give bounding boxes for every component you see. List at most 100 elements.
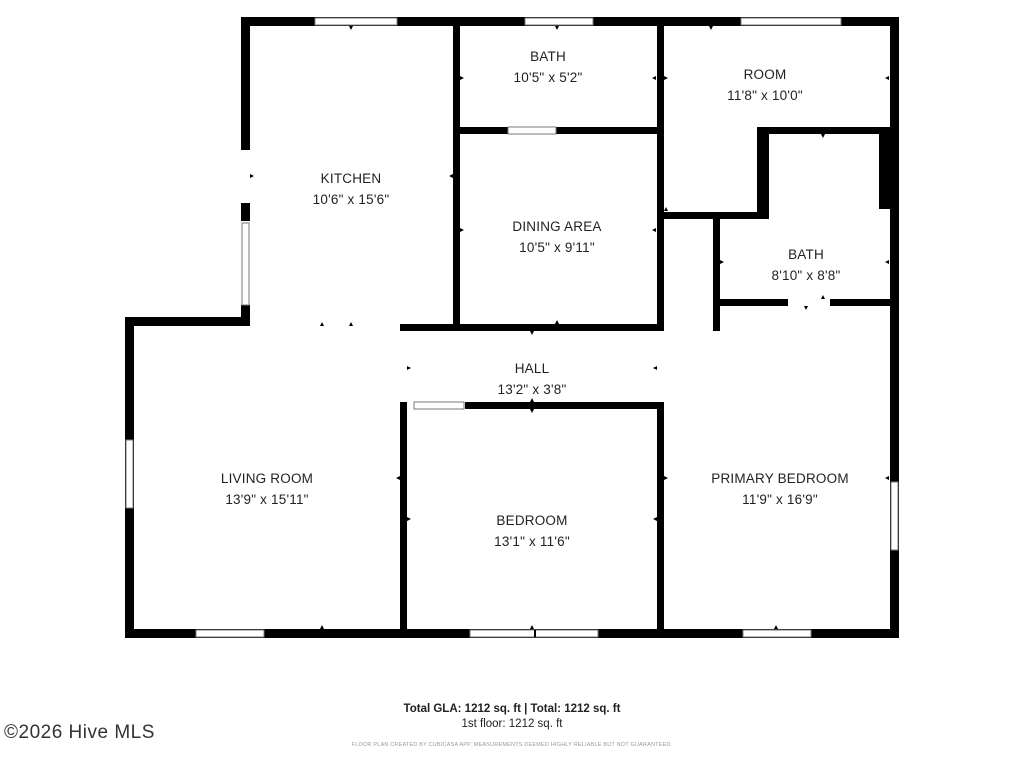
opening-marker [449, 174, 453, 178]
room-dimensions: 10'5" x 5'2" [513, 70, 583, 85]
wall [465, 402, 664, 409]
window [524, 17, 594, 26]
room-name: KITCHEN [320, 171, 382, 186]
window [413, 401, 465, 410]
room-name: LIVING ROOM [220, 471, 314, 486]
room-dimensions: 10'6" x 15'6" [312, 192, 390, 207]
total-label: Total: [530, 703, 561, 715]
room-dimensions: 8'10" x 8'8" [771, 268, 841, 283]
opening-marker [460, 228, 464, 232]
opening-marker [407, 366, 411, 370]
room-dimensions: 13'1" x 11'6" [494, 534, 570, 549]
opening-marker [407, 517, 411, 521]
opening-marker [652, 228, 656, 232]
opening-marker [885, 260, 889, 264]
window [241, 222, 250, 306]
opening-marker [349, 26, 353, 30]
room-name: BATH [788, 247, 824, 262]
wall [664, 212, 769, 219]
window [507, 126, 557, 135]
wall [757, 127, 769, 219]
room-dimensions: 13'9" x 15'11" [225, 492, 309, 507]
room-name: PRIMARY BEDROOM [711, 471, 849, 486]
window-pane-divider [534, 630, 536, 637]
wall [657, 26, 664, 331]
wall [241, 203, 250, 221]
opening-marker [349, 322, 353, 326]
room-name: ROOM [743, 67, 787, 82]
opening-marker [530, 331, 534, 335]
room-label-living: LIVING ROOM 13'9" x 15'11" [221, 468, 313, 510]
wall [400, 402, 407, 638]
room-name: HALL [514, 361, 550, 376]
copyright-text: ©2026 Hive MLS [4, 722, 155, 743]
room-label-dining: DINING AREA 10'5" x 9'11" [512, 216, 601, 258]
opening-marker [530, 625, 534, 629]
area-summary: Total GLA: 1212 sq. ft | Total: 1212 sq.… [0, 703, 1024, 715]
window [314, 17, 398, 26]
disclaimer-text: FLOOR PLAN CREATED BY CUBICASA APP. MEAS… [351, 742, 673, 748]
wall [879, 127, 890, 209]
opening-marker [664, 476, 668, 480]
opening-marker [804, 306, 808, 310]
room-name: BEDROOM [496, 513, 568, 528]
opening-marker [720, 260, 724, 264]
room-dimensions: 11'8" x 10'0" [727, 88, 803, 103]
total-value: 1212 sq. ft [564, 703, 621, 715]
window-markers [534, 630, 536, 637]
opening-marker [320, 322, 324, 326]
gla-label: Total GLA: [403, 703, 462, 715]
opening-markers [250, 26, 889, 629]
room-name: DINING AREA [512, 219, 602, 234]
opening-marker [396, 476, 400, 480]
opening-marker [530, 398, 534, 402]
opening-marker [885, 476, 889, 480]
room-label-bedroom: BEDROOM 13'1" x 11'6" [494, 510, 570, 552]
wall [400, 324, 664, 331]
wall [241, 17, 250, 150]
gla-value: 1212 sq. ft [464, 703, 521, 715]
window [125, 439, 134, 509]
room-name: BATH [530, 49, 566, 64]
wall [241, 305, 250, 326]
opening-marker [460, 76, 464, 80]
opening-marker [250, 174, 254, 178]
opening-marker [530, 409, 534, 413]
opening-marker [555, 26, 559, 30]
wall [830, 299, 890, 306]
floor-summary: 1st floor: 1212 sq. ft [461, 718, 563, 730]
opening-marker [653, 366, 657, 370]
opening-marker [774, 625, 778, 629]
wall [720, 299, 788, 306]
opening-marker [320, 625, 324, 629]
window [890, 481, 899, 551]
opening-marker [555, 320, 559, 324]
opening-marker [821, 134, 825, 138]
window [740, 17, 842, 26]
room-dimensions: 10'5" x 9'11" [519, 240, 595, 255]
wall [890, 17, 899, 638]
room-label-primary: PRIMARY BEDROOM 11'9" x 16'9" [711, 468, 849, 510]
window [742, 629, 812, 638]
wall [657, 402, 664, 638]
wall [713, 219, 720, 331]
room-label-hall: HALL 13'2" x 3'8" [498, 358, 567, 400]
room-dimensions: 13'2" x 3'8" [497, 382, 567, 397]
opening-marker [664, 207, 668, 211]
opening-marker [885, 76, 889, 80]
opening-marker [664, 76, 668, 80]
wall [125, 317, 250, 326]
room-label-bath1: BATH 10'5" x 5'2" [514, 46, 583, 88]
opening-marker [653, 517, 657, 521]
room-label-kitchen: KITCHEN 10'6" x 15'6" [313, 168, 390, 210]
wall [757, 127, 890, 134]
opening-marker [709, 26, 713, 30]
opening-marker [709, 215, 713, 219]
room-label-bath2: BATH 8'10" x 8'8" [772, 244, 841, 286]
room-label-room: ROOM 11'8" x 10'0" [727, 64, 803, 106]
window [195, 629, 265, 638]
opening-marker [821, 295, 825, 299]
room-dimensions: 11'9" x 16'9" [742, 492, 818, 507]
opening-marker [652, 76, 656, 80]
